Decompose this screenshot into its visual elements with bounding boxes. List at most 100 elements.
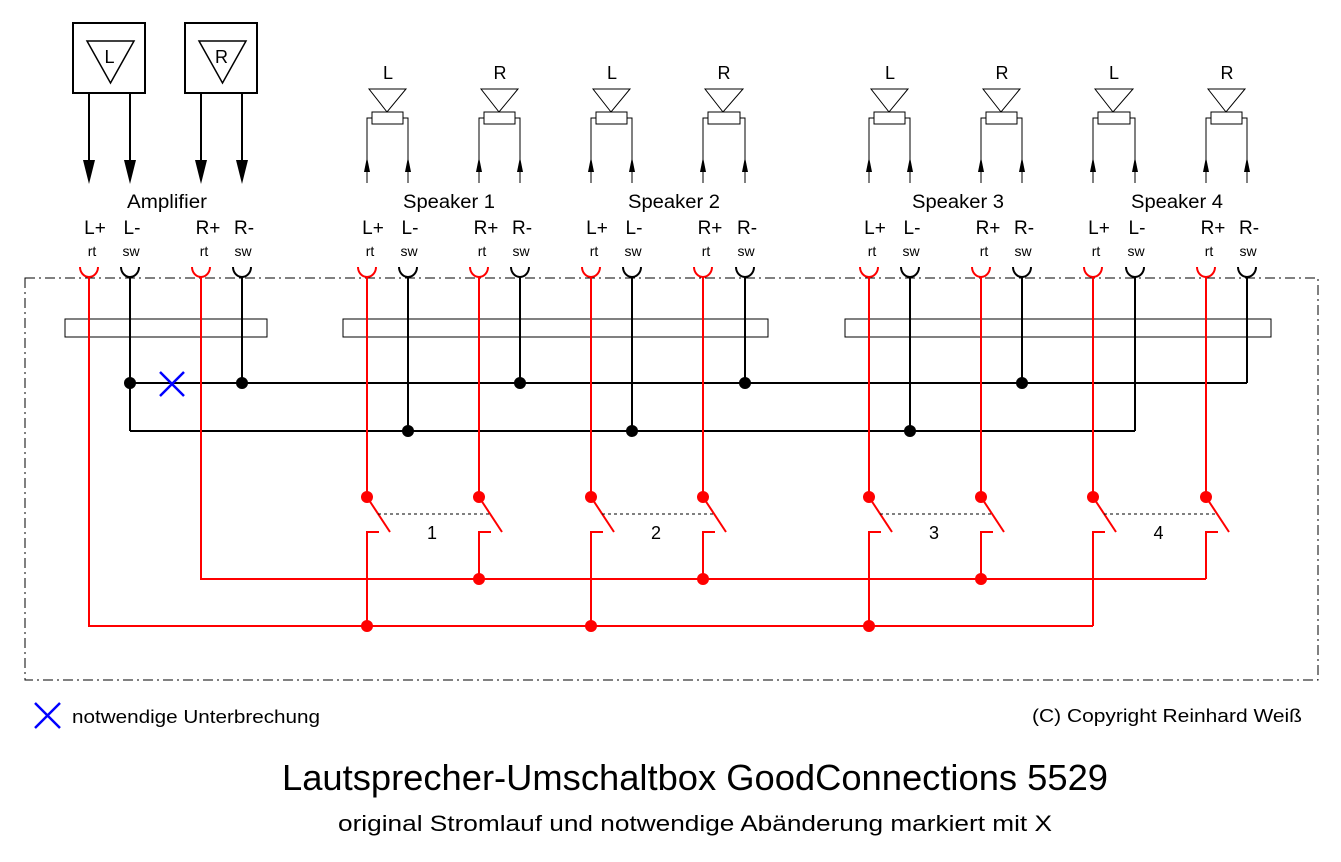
terminal-color-code: sw [1127, 243, 1145, 259]
speaker-wire [403, 117, 409, 183]
junction-dot [739, 377, 751, 389]
speaker-wire [905, 117, 911, 183]
speaker-coil-icon [985, 111, 1018, 125]
switch-contact [366, 531, 379, 626]
speaker-wire [590, 117, 596, 183]
junction-dot [514, 377, 526, 389]
speaker-wire [702, 117, 708, 183]
terminal-socket-icon [469, 266, 489, 278]
terminal-color-code: rt [702, 243, 711, 259]
arrow-up-icon [742, 157, 748, 172]
terminal-color-code: sw [737, 243, 755, 259]
terminal-color-code: sw [624, 243, 642, 259]
enclosure-border [24, 277, 1319, 681]
arrow-up-icon [588, 157, 594, 172]
terminal-color-code: sw [1014, 243, 1032, 259]
speaker-label: Speaker 1 [403, 192, 495, 213]
terminal-socket-icon [120, 266, 140, 278]
switch-blade [980, 496, 1005, 533]
switch-pole-dot [361, 491, 373, 503]
arrow-up-icon [1132, 157, 1138, 172]
terminal-color-code: sw [1239, 243, 1257, 259]
speaker-channel-letter: L [885, 63, 895, 83]
switch-contact [868, 531, 881, 626]
speaker-label: Speaker 4 [1131, 192, 1223, 213]
speaker-coil-icon [1210, 111, 1243, 125]
switch-pole-dot [1200, 491, 1212, 503]
terminal-color-code: rt [590, 243, 599, 259]
terminal-strip [342, 318, 769, 338]
terminal-color-code: sw [400, 243, 418, 259]
speaker-icon [591, 88, 632, 113]
terminal-socket-icon [191, 266, 211, 278]
page-subtitle: original Stromlauf und notwendige Abände… [338, 811, 1052, 836]
switch-number: 2 [651, 523, 661, 543]
arrow-down-icon [124, 160, 136, 184]
speaker-coil-icon [483, 111, 516, 125]
speaker-wire [366, 117, 372, 183]
terminal-label: R- [1014, 218, 1034, 239]
switch-contact [590, 531, 603, 626]
junction-dot [626, 425, 638, 437]
terminal-label: L+ [362, 218, 384, 239]
speaker-wire [868, 117, 874, 183]
terminal-socket-icon [1083, 266, 1103, 278]
terminal-label: R+ [474, 218, 499, 239]
speaker-icon [869, 88, 910, 113]
switch-contact [1092, 531, 1105, 626]
speaker-icon [479, 88, 520, 113]
terminal-socket-icon [971, 266, 991, 278]
junction-dot [1016, 377, 1028, 389]
switch-contact [478, 531, 491, 579]
terminal-label: L- [124, 218, 141, 239]
speaker-coil-icon [595, 111, 628, 125]
speaker-wire [1242, 117, 1248, 183]
terminal-socket-icon [510, 266, 530, 278]
terminal-label: L+ [1088, 218, 1110, 239]
speaker-wire [515, 117, 521, 183]
speaker-channel-letter: R [1221, 63, 1234, 83]
amplifier-output-icon [85, 40, 136, 85]
terminal-label: R+ [1201, 218, 1226, 239]
switch-pole-dot [863, 491, 875, 503]
arrow-up-icon [907, 157, 913, 172]
terminal-label: L- [402, 218, 419, 239]
switch-contact [980, 531, 993, 579]
terminal-socket-icon [79, 266, 99, 278]
arrow-down-icon [236, 160, 248, 184]
amplifier-channel-letter: L [104, 47, 114, 67]
terminal-socket-icon [735, 266, 755, 278]
terminal-label: L+ [586, 218, 608, 239]
arrow-up-icon [1090, 157, 1096, 172]
junction-dot [402, 425, 414, 437]
switch-blade [1205, 496, 1230, 533]
legend-label: notwendige Unterbrechung [72, 707, 320, 727]
switch-contact [1205, 531, 1218, 579]
switch-blade [478, 496, 503, 533]
arrow-up-icon [405, 157, 411, 172]
speaker-channel-letter: R [996, 63, 1009, 83]
speaker-icon [1206, 88, 1247, 113]
terminal-label: R- [1239, 218, 1259, 239]
terminal-socket-icon [1125, 266, 1145, 278]
terminal-label: L- [626, 218, 643, 239]
switch-pole-dot [473, 491, 485, 503]
page-title: Lautsprecher-Umschaltbox GoodConnections… [282, 757, 1108, 798]
speaker-channel-letter: L [383, 63, 393, 83]
arrow-up-icon [1203, 157, 1209, 172]
speaker-icon [367, 88, 408, 113]
speaker-wire [478, 117, 484, 183]
speaker-icon [703, 88, 745, 113]
terminal-label: R- [737, 218, 757, 239]
arrow-up-icon [517, 157, 523, 172]
speaker-channel-letter: R [718, 63, 731, 83]
speaker-wire [1130, 117, 1136, 183]
enclosure-frame [24, 277, 1319, 681]
switch-pole-dot [697, 491, 709, 503]
arrow-up-icon [364, 157, 370, 172]
terminal-strip [64, 318, 268, 338]
terminal-color-code: sw [234, 243, 252, 259]
terminal-color-code: rt [478, 243, 487, 259]
arrow-up-icon [629, 157, 635, 172]
